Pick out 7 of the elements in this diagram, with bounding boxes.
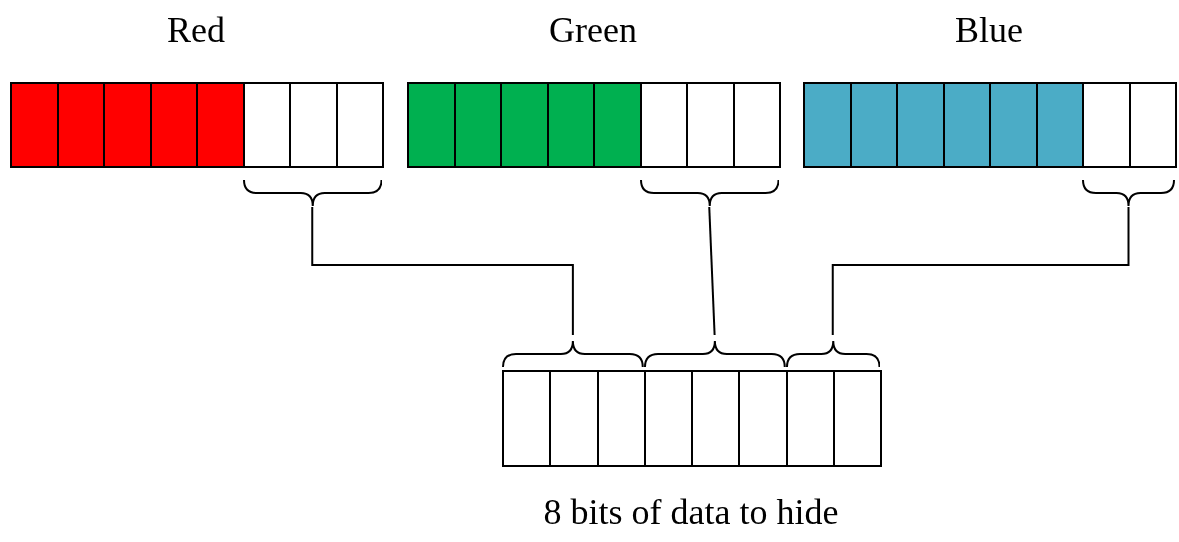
channel-title: Green bbox=[548, 9, 638, 52]
caption-text: 8 bits of data to hide bbox=[542, 491, 840, 534]
connector-line bbox=[708, 206, 716, 336]
channel-title: Red bbox=[166, 9, 226, 52]
connector-line bbox=[831, 206, 1130, 336]
channel-title: Blue bbox=[954, 9, 1024, 52]
connector-line bbox=[311, 206, 574, 336]
